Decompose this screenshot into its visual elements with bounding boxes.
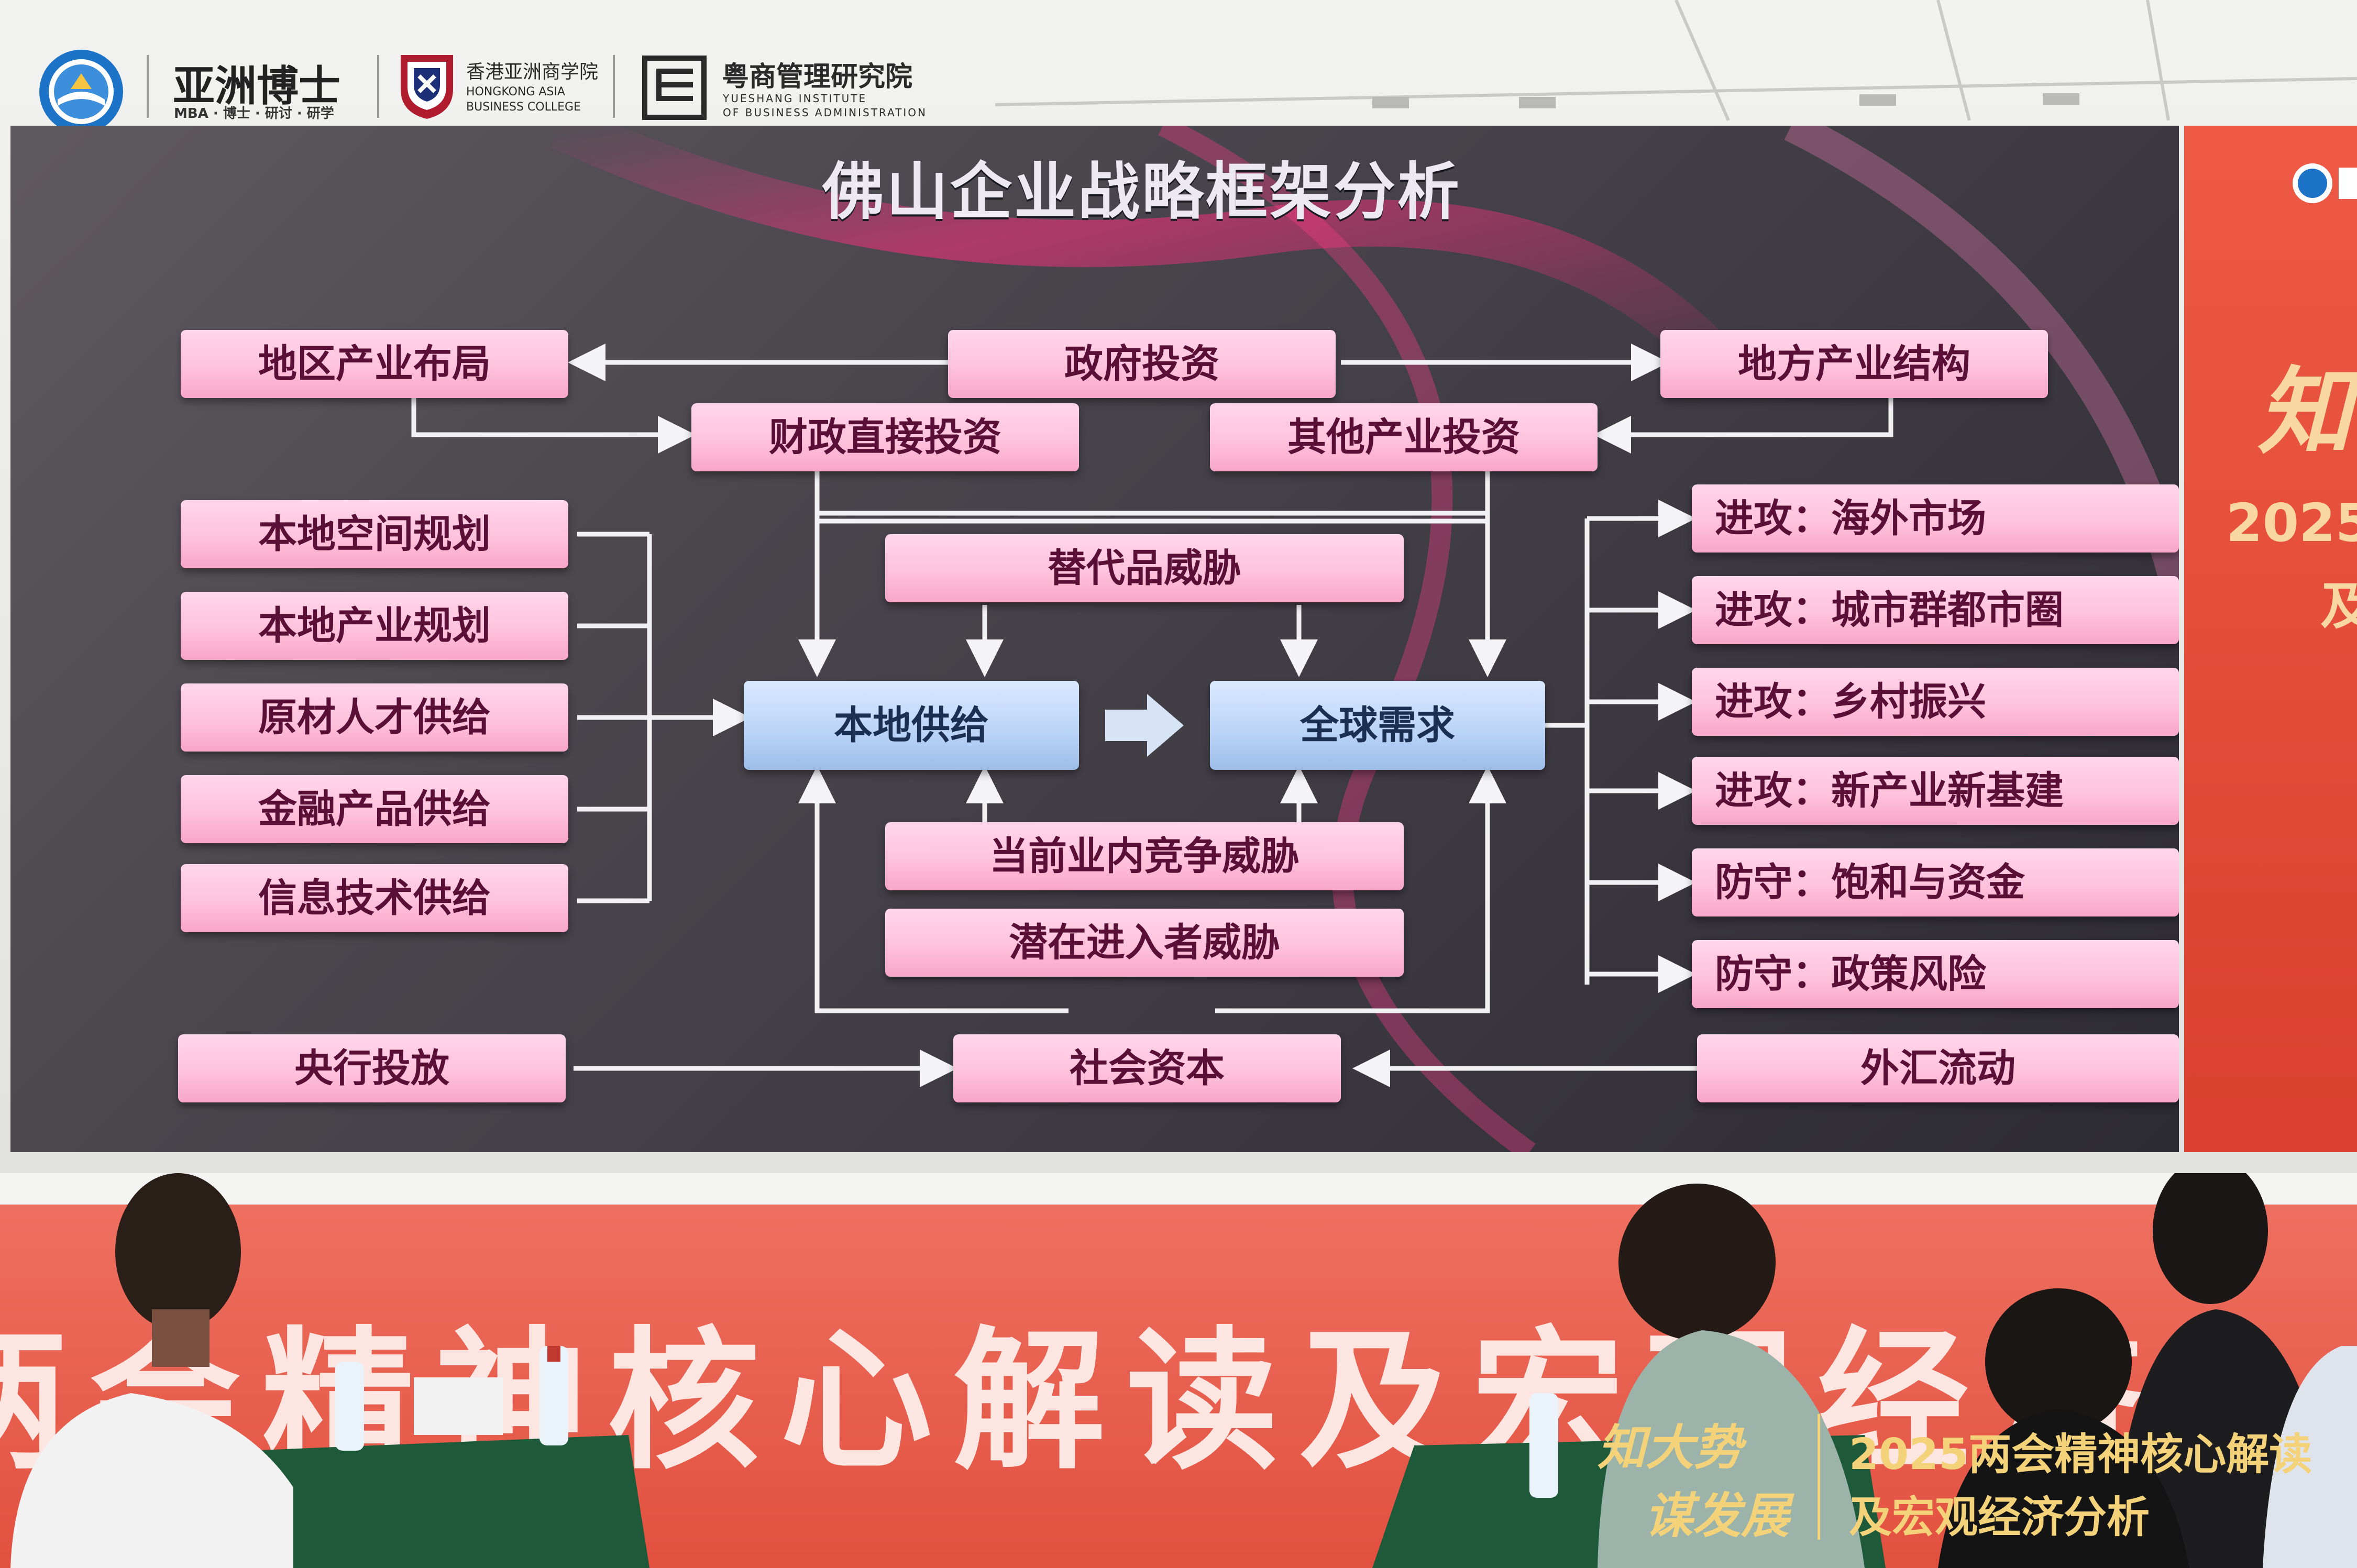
node-social-capital: 社会资本 (953, 1034, 1341, 1102)
node-regional-industry-layout: 地区产业布局 (181, 330, 568, 398)
asia-doctor-emblem-icon (39, 50, 123, 134)
node-government-investment: 政府投资 (948, 330, 1336, 398)
node-financial-product-supply: 金融产品供给 (181, 775, 568, 843)
sponsor-logo-strip: 亚洲博士 MBA · 博士 · 研讨 · 研学 香港亚洲商学院 HONGKONG… (0, 0, 2357, 136)
caption-divider (1818, 1414, 1820, 1540)
node-substitute-threat: 替代品威胁 (885, 534, 1404, 602)
audience-silhouettes (10, 1173, 2357, 1568)
node-forex-flow: 外汇流动 (1697, 1034, 2179, 1102)
node-defend-saturation-capital: 防守：饱和与资金 (1692, 848, 2179, 916)
side-banner-year: 2025 (2226, 492, 2357, 554)
node-attack-overseas-market: 进攻：海外市场 (1692, 484, 2179, 553)
institute-name-cn: 粤商管理研究院 (722, 61, 913, 93)
node-industry-rivalry-threat: 当前业内竞争威胁 (885, 822, 1404, 890)
brand-name: 亚洲博士 (173, 62, 340, 111)
brand-tagline: MBA · 博士 · 研讨 · 研学 (174, 106, 334, 122)
logo-divider (613, 55, 615, 118)
diagram-connectors (411, 344, 1893, 1087)
college-name-en-2: BUSINESS COLLEGE (466, 101, 581, 114)
node-local-spatial-planning: 本地空间规划 (181, 500, 568, 568)
college-name-en-1: HONGKONG ASIA (466, 85, 565, 98)
node-attack-rural-revitalization: 进攻：乡村振兴 (1692, 668, 2179, 736)
caption-slogan-1: 知大势 (1598, 1420, 1743, 1476)
caption-line-2: 及宏观经济分析 (1849, 1493, 2150, 1542)
logo-divider (377, 55, 379, 118)
caption-line-1: 2025两会精神核心解读 (1849, 1430, 2312, 1479)
node-defend-policy-risk: 防守：政策风险 (1692, 940, 2179, 1008)
college-name-cn: 香港亚洲商学院 (466, 61, 599, 83)
node-local-industry-planning: 本地产业规划 (181, 592, 568, 660)
node-local-industry-structure: 地方产业结构 (1660, 330, 2048, 398)
side-banner-char-2: 及 (2320, 577, 2357, 636)
node-global-demand: 全球需求 (1210, 681, 1545, 770)
institute-name-en-1: YUESHANG INSTITUTE (723, 92, 867, 105)
caption-slogan-2: 谋发展 (1645, 1488, 1790, 1544)
node-new-entrant-threat: 潜在进入者威胁 (885, 909, 1404, 977)
node-fiscal-direct-investment: 财政直接投资 (691, 403, 1079, 471)
institute-name-en-2: OF BUSINESS ADMINISTRATION (723, 106, 927, 119)
college-shield-icon (401, 55, 453, 119)
projected-slide: 佛山企业战略框架分析 (10, 126, 2179, 1152)
node-local-supply: 本地供给 (744, 681, 1079, 770)
node-material-talent-supply: 原材人才供给 (181, 683, 568, 752)
node-it-supply: 信息技术供给 (181, 864, 568, 932)
logo-divider (147, 55, 149, 118)
node-attack-city-cluster: 进攻：城市群都市圈 (1692, 576, 2179, 644)
institute-seal-icon (642, 56, 707, 120)
side-banner-char: 知 (2257, 358, 2352, 467)
event-caption: 知大势 谋发展 2025两会精神核心解读 及宏观经济分析 (1592, 1409, 2347, 1555)
node-other-industry-investment: 其他产业投资 (1210, 403, 1598, 471)
node-central-bank-injection: 央行投放 (178, 1034, 566, 1102)
supply-to-demand-arrow (1105, 694, 1184, 757)
side-event-banner (2184, 126, 2357, 1152)
slide-title: 佛山企业战略框架分析 (822, 156, 1461, 228)
node-attack-new-infrastructure: 进攻：新产业新基建 (1692, 757, 2179, 825)
